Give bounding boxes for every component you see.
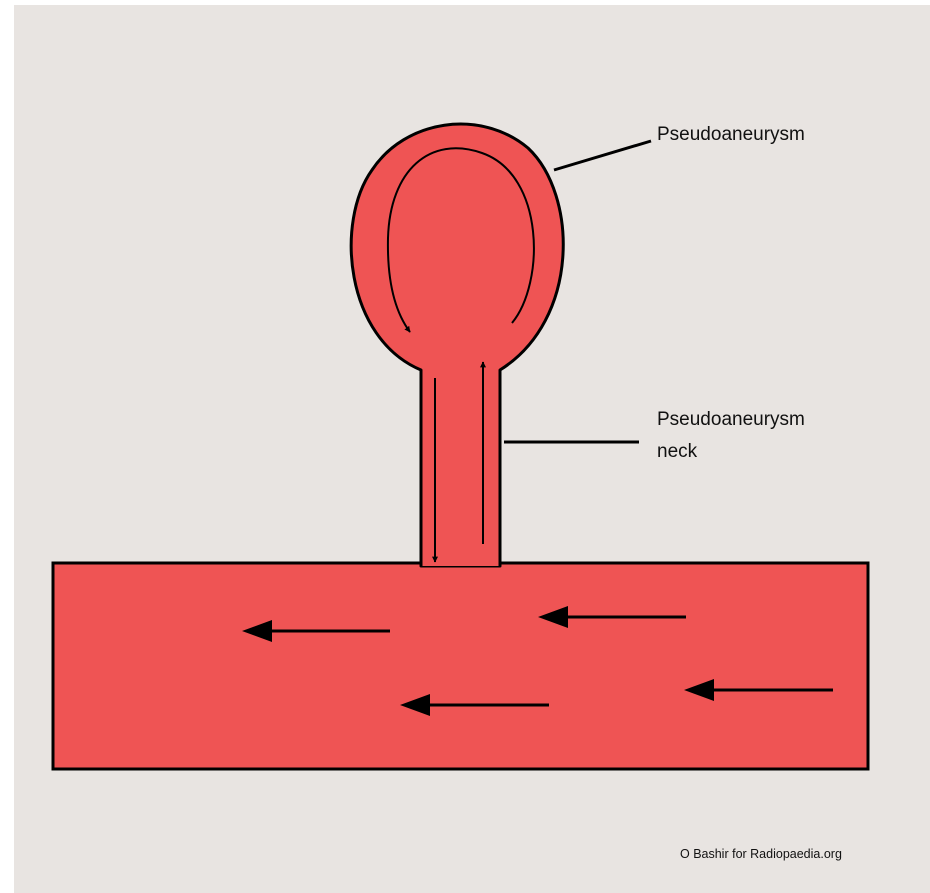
top-border-strip [0,0,930,5]
parent-vessel [53,563,868,769]
neck-label-line1: Pseudoaneurysm [657,409,805,430]
neck-junction [423,560,499,566]
neck-label-line2: neck [657,441,698,462]
pseudoaneurysm-label: Pseudoaneurysm [657,124,805,145]
credit-text: O Bashir for Radiopaedia.org [680,847,842,861]
left-border-strip [0,0,14,893]
